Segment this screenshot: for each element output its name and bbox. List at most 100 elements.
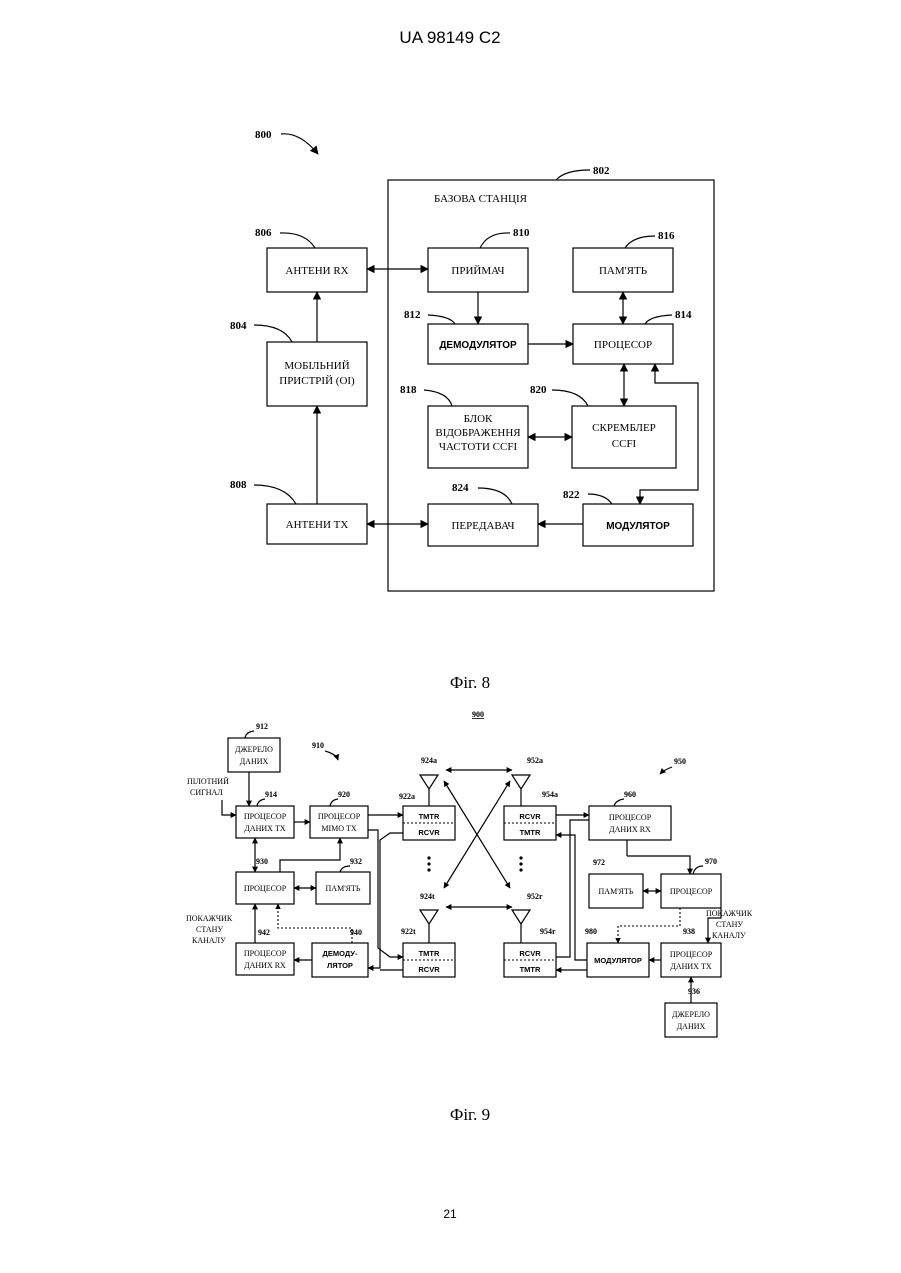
ref-952a: 952a <box>527 756 543 765</box>
demodulator-label: ДЕМОДУЛЯТОР <box>439 340 517 351</box>
ref-822: 822 <box>563 489 580 501</box>
xcvr-922a-bottom: RCVR <box>418 828 440 837</box>
pilot-line2: СИГНАЛ <box>190 788 223 797</box>
modulator-right-label: МОДУЛЯТОР <box>594 956 642 965</box>
csi-right-line2: СТАНУ <box>716 920 743 929</box>
xcvr-922t-bottom: RCVR <box>418 965 440 974</box>
memory-left-label: ПАМ'ЯТЬ <box>326 884 361 893</box>
xcvr-954r-bottom: TMTR <box>520 965 541 974</box>
tx-antennas-label: АНТЕНИ TX <box>286 519 349 531</box>
fig9-caption: Фіг. 9 <box>450 1105 490 1124</box>
tx-data-proc-left-line1: ПРОЦЕСОР <box>244 812 287 821</box>
data-source-left-line2: ДАНИХ <box>240 757 269 766</box>
modulator-label: МОДУЛЯТОР <box>606 521 670 532</box>
csi-left-line3: КАНАЛУ <box>192 936 226 945</box>
ref-910: 910 <box>312 741 324 750</box>
processor-left-label: ПРОЦЕСОР <box>244 884 287 893</box>
demodulator-left-line1: ДЕМОДУ- <box>323 949 358 958</box>
base-station-label: БАЗОВА СТАНЦІЯ <box>434 193 528 205</box>
ref-942: 942 <box>258 928 270 937</box>
ref-914: 914 <box>265 790 277 799</box>
xcvr-954a-top: RCVR <box>519 812 541 821</box>
mimo-tx-proc-block <box>310 806 368 838</box>
ref-816: 816 <box>658 230 675 242</box>
demodulator-left-line2: ЛЯТОР <box>327 961 353 970</box>
transmitter-label: ПЕРЕДАВАЧ <box>451 520 514 532</box>
ref-802: 802 <box>593 165 610 177</box>
rx-data-proc-left-line1: ПРОЦЕСОР <box>244 949 287 958</box>
tx-data-proc-right-block <box>661 943 721 977</box>
antenna-952r-icon <box>512 910 530 943</box>
figure-8: 800 БАЗОВА СТАНЦІЯ 802 АНТЕНИ RX 806 ПРИ… <box>230 129 714 692</box>
data-source-left-block <box>228 738 280 772</box>
figure-9: 900 910 950 ДЖЕРЕЛО ДАНИХ 912 ПІЛОТНИЙ С… <box>186 710 753 1124</box>
rx-data-proc-left-line2: ДАНИХ RX <box>244 961 286 970</box>
processor-right-label: ПРОЦЕСОР <box>670 887 713 896</box>
ref-970: 970 <box>705 857 717 866</box>
antenna-924a-icon <box>420 775 438 806</box>
mimo-tx-proc-line2: МІМО ТХ <box>321 824 357 833</box>
ref-930: 930 <box>256 857 268 866</box>
xcvr-922a-top: TMTR <box>419 812 440 821</box>
ccfi-mapper-line2: ВІДОБРАЖЕННЯ <box>435 427 521 439</box>
ref-806: 806 <box>255 227 272 239</box>
ref-820: 820 <box>530 384 547 396</box>
ref-924a: 924a <box>421 756 437 765</box>
ref-810: 810 <box>513 227 530 239</box>
mobile-device-line1: МОБІЛЬНИЙ <box>284 360 349 372</box>
ref-980: 980 <box>585 927 597 936</box>
ref-812: 812 <box>404 309 421 321</box>
ccfi-mapper-line3: ЧАСТОТИ CCFI <box>439 441 518 453</box>
ref-900: 900 <box>472 710 484 719</box>
ref-912: 912 <box>256 722 268 731</box>
ref-932: 932 <box>350 857 362 866</box>
xcvr-922t-top: TMTR <box>419 949 440 958</box>
ccfi-scrambler-block <box>572 406 676 468</box>
data-source-right-line2: ДАНИХ <box>677 1022 706 1031</box>
ref-950: 950 <box>674 757 686 766</box>
ccfi-mapper-line1: БЛОК <box>464 413 493 425</box>
receiver-label: ПРИЙМАЧ <box>451 265 504 277</box>
memory-label: ПАМ'ЯТЬ <box>599 265 647 277</box>
ref-954a: 954a <box>542 790 558 799</box>
antenna-924t-icon <box>420 910 438 943</box>
ref-922a: 922a <box>399 792 415 801</box>
csi-right-line3: КАНАЛУ <box>712 931 746 940</box>
ref-920: 920 <box>338 790 350 799</box>
ref-814: 814 <box>675 309 692 321</box>
ref-818: 818 <box>400 384 417 396</box>
data-source-right-line1: ДЖЕРЕЛО <box>672 1010 710 1019</box>
xcvr-954r-top: RCVR <box>519 949 541 958</box>
ref-924t: 924t <box>420 892 435 901</box>
data-source-left-line1: ДЖЕРЕЛО <box>235 745 273 754</box>
ref-960: 960 <box>624 790 636 799</box>
memory-right-label: ПАМ'ЯТЬ <box>599 887 634 896</box>
rx-data-proc-left-block <box>236 943 294 975</box>
rx-data-proc-right-line2: ДАНИХ RX <box>609 825 651 834</box>
ref-804: 804 <box>230 320 247 332</box>
rx-data-proc-right-line1: ПРОЦЕСОР <box>609 813 652 822</box>
rx-antennas-label: АНТЕНИ RX <box>285 265 348 277</box>
ref-800: 800 <box>255 129 272 141</box>
data-source-right-block <box>665 1003 717 1037</box>
ref-808: 808 <box>230 479 247 491</box>
page-number: 21 <box>443 1207 457 1221</box>
ccfi-scrambler-line1: СКРЕМБЛЕР <box>592 422 656 434</box>
tx-data-proc-left-line2: ДАНИХ ТХ <box>244 824 285 833</box>
tx-data-proc-right-line1: ПРОЦЕСОР <box>670 950 713 959</box>
csi-left-line2: СТАНУ <box>196 925 223 934</box>
ref-952r: 952r <box>527 892 543 901</box>
ccfi-scrambler-line2: CCFI <box>612 438 637 450</box>
more-antennas-dots-right <box>519 856 522 871</box>
rx-data-proc-right-block <box>589 806 671 840</box>
antenna-952a-icon <box>512 775 530 806</box>
ref-938: 938 <box>683 927 695 936</box>
tx-data-proc-right-line2: ДАНИХ ТХ <box>670 962 711 971</box>
fig8-caption: Фіг. 8 <box>450 673 490 692</box>
processor-label: ПРОЦЕСОР <box>594 339 652 351</box>
ref-954r: 954r <box>540 927 556 936</box>
patent-number: UA 98149 C2 <box>399 28 500 47</box>
mobile-device-line2: ПРИСТРІЙ (ОІ) <box>279 375 355 387</box>
ref-922t: 922t <box>401 927 416 936</box>
